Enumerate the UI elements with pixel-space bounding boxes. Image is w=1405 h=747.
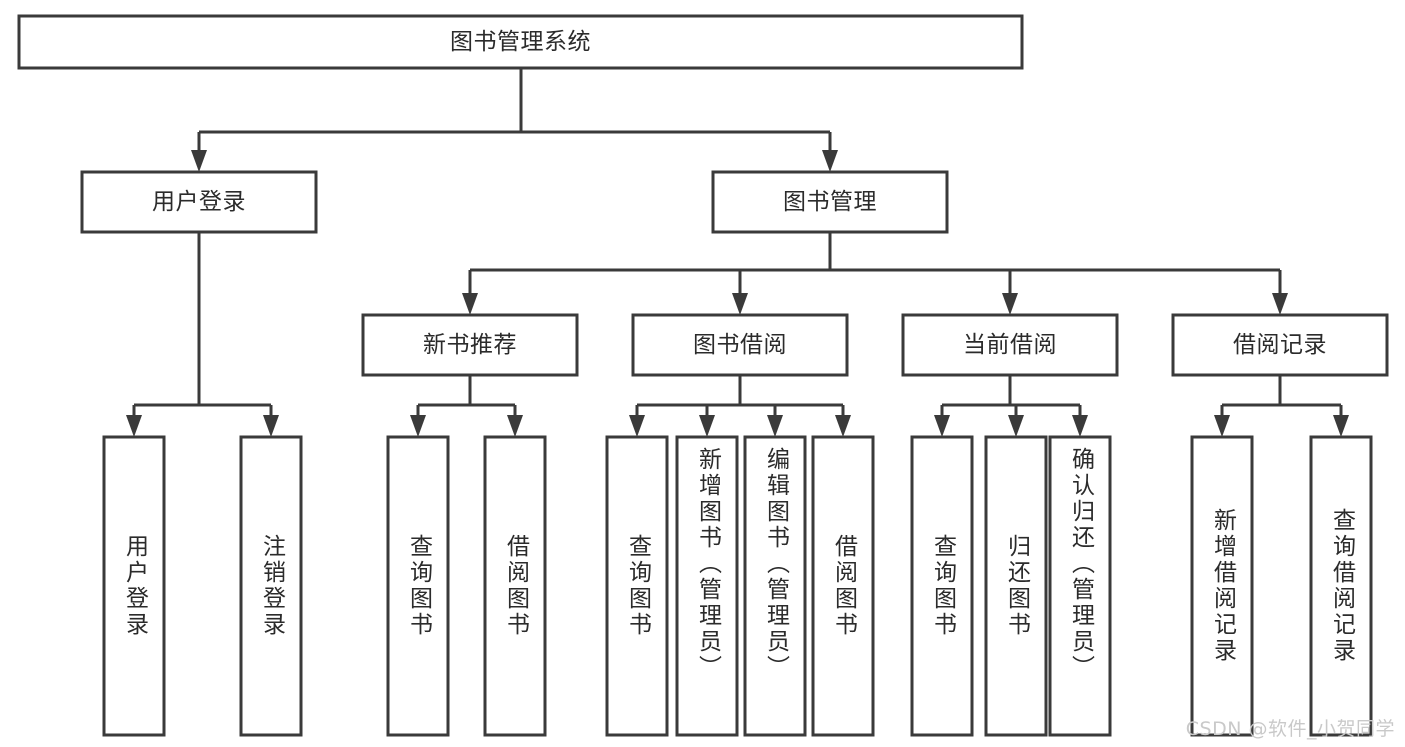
arrow-head-book-borrow — [732, 293, 748, 315]
arrow-head-new-book-recommend — [462, 293, 478, 315]
arrow-head-leaf-new-book-0 — [410, 415, 426, 437]
node-box-leaf-current-borrow-0[interactable] — [910, 435, 974, 737]
node-box-leaf-new-book-0[interactable] — [386, 435, 450, 737]
node-box-user-login[interactable] — [80, 170, 318, 234]
node-box-root[interactable] — [17, 14, 1024, 70]
node-box-borrow-record[interactable] — [1171, 313, 1389, 377]
node-box-leaf-current-borrow-1[interactable] — [984, 435, 1048, 737]
arrow-head-leaf-user-login-1 — [263, 415, 279, 437]
arrow-head-user-login — [191, 150, 207, 172]
node-box-current-borrow[interactable] — [901, 313, 1119, 377]
node-box-book-management[interactable] — [711, 170, 949, 234]
node-box-leaf-book-borrow-2[interactable] — [743, 435, 807, 737]
node-box-book-borrow[interactable] — [631, 313, 849, 377]
node-box-leaf-user-login-0[interactable] — [102, 435, 166, 737]
arrow-head-leaf-book-borrow-2 — [767, 415, 783, 437]
node-box-leaf-current-borrow-2[interactable] — [1048, 435, 1112, 737]
node-box-leaf-book-borrow-1[interactable] — [675, 435, 739, 737]
arrow-head-leaf-book-borrow-0 — [629, 415, 645, 437]
node-box-leaf-borrow-record-0[interactable] — [1190, 435, 1254, 737]
node-box-leaf-book-borrow-0[interactable] — [605, 435, 669, 737]
arrow-head-current-borrow — [1002, 293, 1018, 315]
arrow-head-leaf-current-borrow-1 — [1008, 415, 1024, 437]
arrow-head-leaf-borrow-record-0 — [1214, 415, 1230, 437]
node-box-leaf-new-book-1[interactable] — [483, 435, 547, 737]
arrow-head-leaf-current-borrow-2 — [1072, 415, 1088, 437]
arrow-head-leaf-new-book-1 — [507, 415, 523, 437]
node-box-leaf-user-login-1[interactable] — [239, 435, 303, 737]
node-box-leaf-borrow-record-1[interactable] — [1309, 435, 1373, 737]
arrow-head-leaf-user-login-0 — [126, 415, 142, 437]
arrow-head-leaf-book-borrow-3 — [835, 415, 851, 437]
arrow-head-leaf-current-borrow-0 — [934, 415, 950, 437]
arrow-head-leaf-borrow-record-1 — [1333, 415, 1349, 437]
arrow-head-leaf-book-borrow-1 — [699, 415, 715, 437]
arrow-head-book-management — [822, 150, 838, 172]
arrow-head-borrow-record — [1272, 293, 1288, 315]
node-box-leaf-book-borrow-3[interactable] — [811, 435, 875, 737]
node-box-new-book-recommend[interactable] — [361, 313, 579, 377]
